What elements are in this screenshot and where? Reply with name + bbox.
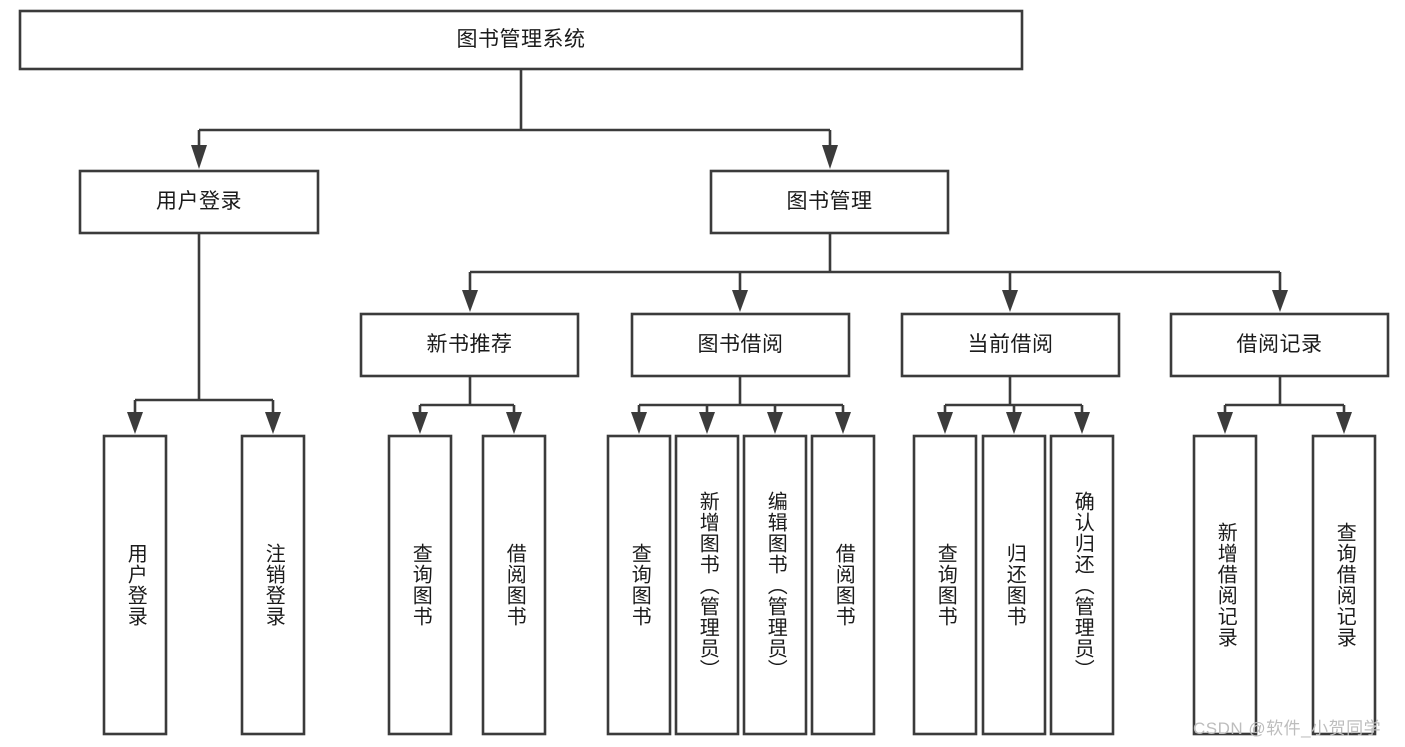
node-box-leaf-book-borrow-3[interactable]	[810, 434, 876, 736]
node-box-leaf-current-borrow-0[interactable]	[912, 434, 978, 736]
arrow-head-leaf-user-login-1	[265, 412, 281, 434]
node-box-leaf-new-book-0[interactable]	[387, 434, 453, 736]
arrow-head-leaf-current-borrow-1	[1006, 412, 1022, 434]
arrow-head-leaf-book-borrow-1	[699, 412, 715, 434]
arrow-head-leaf-user-login-0	[127, 412, 143, 434]
node-box-book-management[interactable]	[709, 169, 950, 235]
node-box-new-book-recommend[interactable]	[359, 312, 580, 378]
arrow-head-leaf-borrow-record-1	[1336, 412, 1352, 434]
node-box-leaf-current-borrow-1[interactable]	[981, 434, 1047, 736]
node-box-borrow-record[interactable]	[1169, 312, 1390, 378]
arrow-head-leaf-borrow-record-0	[1217, 412, 1233, 434]
node-box-leaf-book-borrow-1[interactable]	[674, 434, 740, 736]
arrow-head-borrow-record	[1272, 290, 1288, 312]
arrow-head-book-management	[822, 145, 838, 169]
node-box-leaf-user-login-0[interactable]	[102, 434, 168, 736]
node-box-current-borrow[interactable]	[900, 312, 1121, 378]
node-box-leaf-user-login-1[interactable]	[240, 434, 306, 736]
arrow-head-leaf-book-borrow-0	[631, 412, 647, 434]
arrow-head-user-login	[191, 145, 207, 169]
node-box-leaf-borrow-record-0[interactable]	[1192, 434, 1258, 736]
arrow-head-book-borrow	[732, 290, 748, 312]
arrow-head-leaf-new-book-0	[412, 412, 428, 434]
arrow-head-leaf-current-borrow-2	[1074, 412, 1090, 434]
arrow-head-current-borrow	[1002, 290, 1018, 312]
arrow-head-leaf-new-book-1	[506, 412, 522, 434]
node-box-leaf-current-borrow-2[interactable]	[1049, 434, 1115, 736]
arrow-head-new-book-recommend	[462, 290, 478, 312]
node-box-user-login[interactable]	[78, 169, 320, 235]
node-box-root[interactable]	[18, 9, 1024, 71]
node-box-leaf-new-book-1[interactable]	[481, 434, 547, 736]
arrow-head-leaf-current-borrow-0	[937, 412, 953, 434]
arrow-head-leaf-book-borrow-2	[767, 412, 783, 434]
node-box-book-borrow[interactable]	[630, 312, 851, 378]
arrow-head-leaf-book-borrow-3	[835, 412, 851, 434]
node-box-leaf-book-borrow-2[interactable]	[742, 434, 808, 736]
node-box-leaf-borrow-record-1[interactable]	[1311, 434, 1377, 736]
node-box-leaf-book-borrow-0[interactable]	[606, 434, 672, 736]
